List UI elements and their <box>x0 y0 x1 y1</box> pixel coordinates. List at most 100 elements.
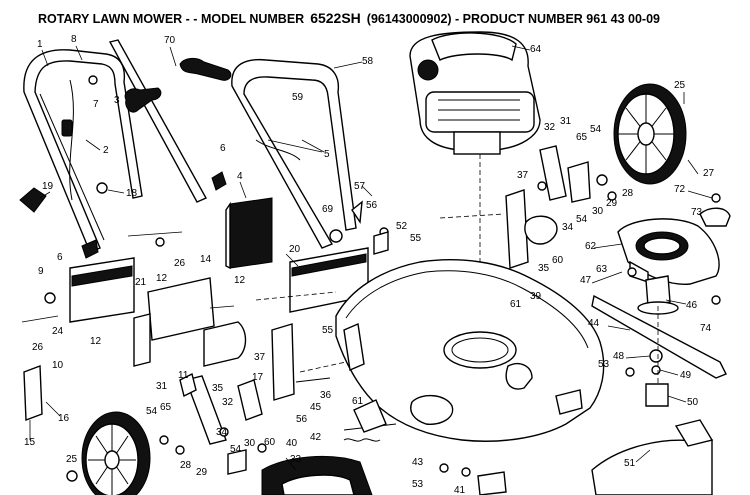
callout: 24 <box>52 326 64 337</box>
callout: 43 <box>412 457 424 468</box>
callout: 44 <box>588 318 600 329</box>
callout: 35 <box>212 383 224 394</box>
callout: 60 <box>552 255 564 266</box>
callout: 2 <box>103 145 109 156</box>
callout: 26 <box>32 342 44 353</box>
callout: 56 <box>296 414 308 425</box>
drive-assembly <box>505 145 731 269</box>
callout: 60 <box>264 437 276 448</box>
callout: 54 <box>590 124 602 135</box>
callout: 30 <box>244 438 256 449</box>
callout: 59 <box>292 92 304 103</box>
grass-bag <box>261 455 373 495</box>
callout: 17 <box>252 372 264 383</box>
callout: 42 <box>310 432 322 443</box>
callout: 61 <box>352 396 364 407</box>
callout: 7 <box>93 99 99 110</box>
blade-assembly <box>591 267 727 407</box>
callout: 48 <box>613 351 625 362</box>
callout: 50 <box>687 397 699 408</box>
callout: 35 <box>538 263 550 274</box>
front-wheel-left <box>66 411 151 495</box>
chute-panel <box>225 197 273 270</box>
callout: 31 <box>560 116 572 127</box>
part-callouts: 1 8 70 58 64 7 3 59 25 2 6 5 32 31 54 65… <box>24 34 715 495</box>
callout: 3 <box>114 95 120 106</box>
engine <box>409 31 541 354</box>
callout: 25 <box>674 80 686 91</box>
callout: 11 <box>178 370 189 381</box>
callout: 21 <box>135 277 147 288</box>
callout: 28 <box>622 188 634 199</box>
callout: 12 <box>234 275 246 286</box>
rear-flap <box>69 231 389 323</box>
callout: 55 <box>410 233 422 244</box>
callout: 57 <box>354 181 366 192</box>
upper-handle <box>23 49 143 253</box>
leader-lines <box>29 45 713 471</box>
callout: 19 <box>42 181 54 192</box>
callout: 63 <box>596 264 608 275</box>
callout: 52 <box>396 221 408 232</box>
callout: 73 <box>691 207 703 218</box>
callout: 64 <box>530 44 542 55</box>
callout: 4 <box>237 171 243 182</box>
callout: 12 <box>90 336 102 347</box>
rear-wheel-right <box>613 83 687 185</box>
callout: 32 <box>544 122 556 133</box>
callout: 69 <box>322 204 334 215</box>
callout: 37 <box>254 352 266 363</box>
callout: 74 <box>700 323 712 334</box>
callout: 58 <box>362 56 374 67</box>
callout: 40 <box>286 438 298 449</box>
callout: 16 <box>58 413 70 424</box>
callout: 55 <box>322 325 334 336</box>
callout: 18 <box>126 188 138 199</box>
callout: 25 <box>66 454 78 465</box>
callout: 62 <box>585 241 597 252</box>
callout: 29 <box>606 198 618 209</box>
callout: 26 <box>174 258 186 269</box>
callout: 36 <box>320 390 332 401</box>
callout: 31 <box>156 381 168 392</box>
callout: 61 <box>510 299 522 310</box>
callout: 39 <box>530 291 542 302</box>
rear-shield <box>591 419 714 495</box>
callout: 65 <box>160 402 172 413</box>
callout: 29 <box>196 467 208 478</box>
callout: 8 <box>71 34 77 45</box>
callout: 12 <box>156 273 168 284</box>
callout: 30 <box>592 206 604 217</box>
callout: 32 <box>222 397 234 408</box>
callout: 70 <box>164 35 176 46</box>
callout: 28 <box>180 460 192 471</box>
callout: 6 <box>57 252 63 263</box>
callout: 6 <box>220 143 226 154</box>
callout: 46 <box>686 300 698 311</box>
callout: 72 <box>674 184 686 195</box>
lower-hardware <box>159 361 397 475</box>
callout: 53 <box>412 479 424 490</box>
callout: 65 <box>576 132 588 143</box>
callout: 14 <box>200 254 212 265</box>
callout: 47 <box>580 275 592 286</box>
callout: 41 <box>454 485 466 495</box>
callout: 53 <box>598 359 610 370</box>
callout: 5 <box>324 149 330 160</box>
callout: 20 <box>289 244 301 255</box>
callout: 10 <box>52 360 64 371</box>
lower-handle <box>108 39 357 249</box>
callout: 51 <box>624 458 636 469</box>
callout: 34 <box>562 222 574 233</box>
callout: 49 <box>680 370 692 381</box>
callout: 54 <box>146 406 158 417</box>
callout: 27 <box>703 168 715 179</box>
callout: 33 <box>290 454 302 465</box>
callout: 34 <box>216 427 228 438</box>
belt-housing <box>617 218 720 285</box>
callout: 1 <box>37 39 43 50</box>
callout: 9 <box>38 266 44 277</box>
handle-hardware <box>19 57 389 259</box>
